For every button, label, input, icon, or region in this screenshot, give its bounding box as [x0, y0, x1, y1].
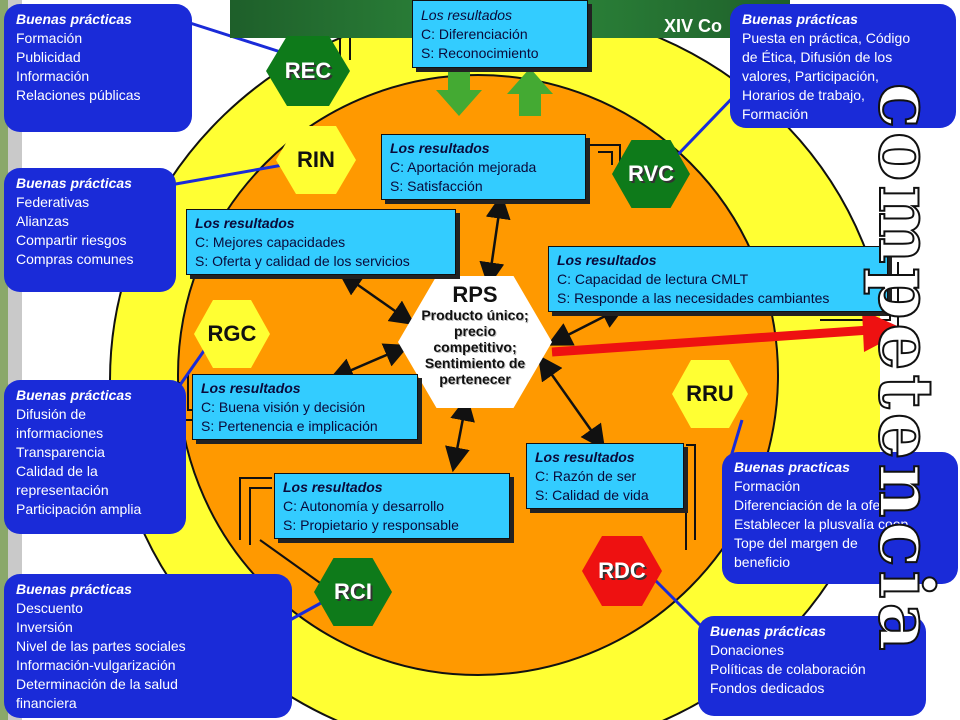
results-rgc: Los resultados C: Buena visión y decisió… [192, 374, 418, 440]
results-top: Los resultados C: Diferenciación S: Reco… [412, 0, 588, 68]
results-rin: Los resultados C: Mejores capacidades S:… [186, 209, 456, 275]
arrow-center-top [479, 193, 511, 288]
green-arrow-up [507, 68, 553, 116]
results-rru: Los resultados C: Capacidad de lectura C… [548, 246, 888, 312]
results-rdc: Los resultados C: Razón de ser S: Calida… [526, 443, 684, 509]
arrow-center-downright [537, 354, 606, 451]
practices-rru: Buenas practicas Formación Diferenciació… [722, 452, 958, 584]
practices-rci: Buenas prácticas Descuento Inversión Niv… [4, 574, 292, 718]
node-rin: RIN [276, 126, 356, 194]
practices-rin: Buenas prácticas Federativas Alianzas Co… [4, 168, 176, 292]
header-title: XIV Co [664, 16, 723, 36]
arrow-center-left [328, 343, 410, 382]
practices-rec: Buenas prácticas Formación Publicidad In… [4, 4, 192, 132]
practices-rdc: Buenas prácticas Donaciones Políticas de… [698, 616, 926, 716]
arrow-center-upleft [337, 270, 416, 326]
red-arrow-head [862, 310, 906, 352]
results-rvc: Los resultados C: Aportación mejorada S:… [381, 134, 586, 200]
red-arrow-shaft [551, 325, 871, 357]
arrow-center-bottom [445, 395, 475, 473]
green-arrow-down [436, 68, 482, 116]
practices-rvc: Buenas prácticas Puesta en práctica, Cód… [730, 4, 956, 128]
node-rru: RRU [672, 360, 748, 428]
center-body: Producto único; precio competitivo; Sent… [421, 307, 529, 387]
results-rci: Los resultados C: Autonomía y desarrollo… [274, 473, 510, 539]
competencia-label: competencia [861, 82, 949, 656]
center-title: RPS [452, 282, 498, 307]
practices-rgc: Buenas prácticas Difusión de informacion… [4, 380, 186, 534]
arrow-center-upright [546, 305, 627, 346]
